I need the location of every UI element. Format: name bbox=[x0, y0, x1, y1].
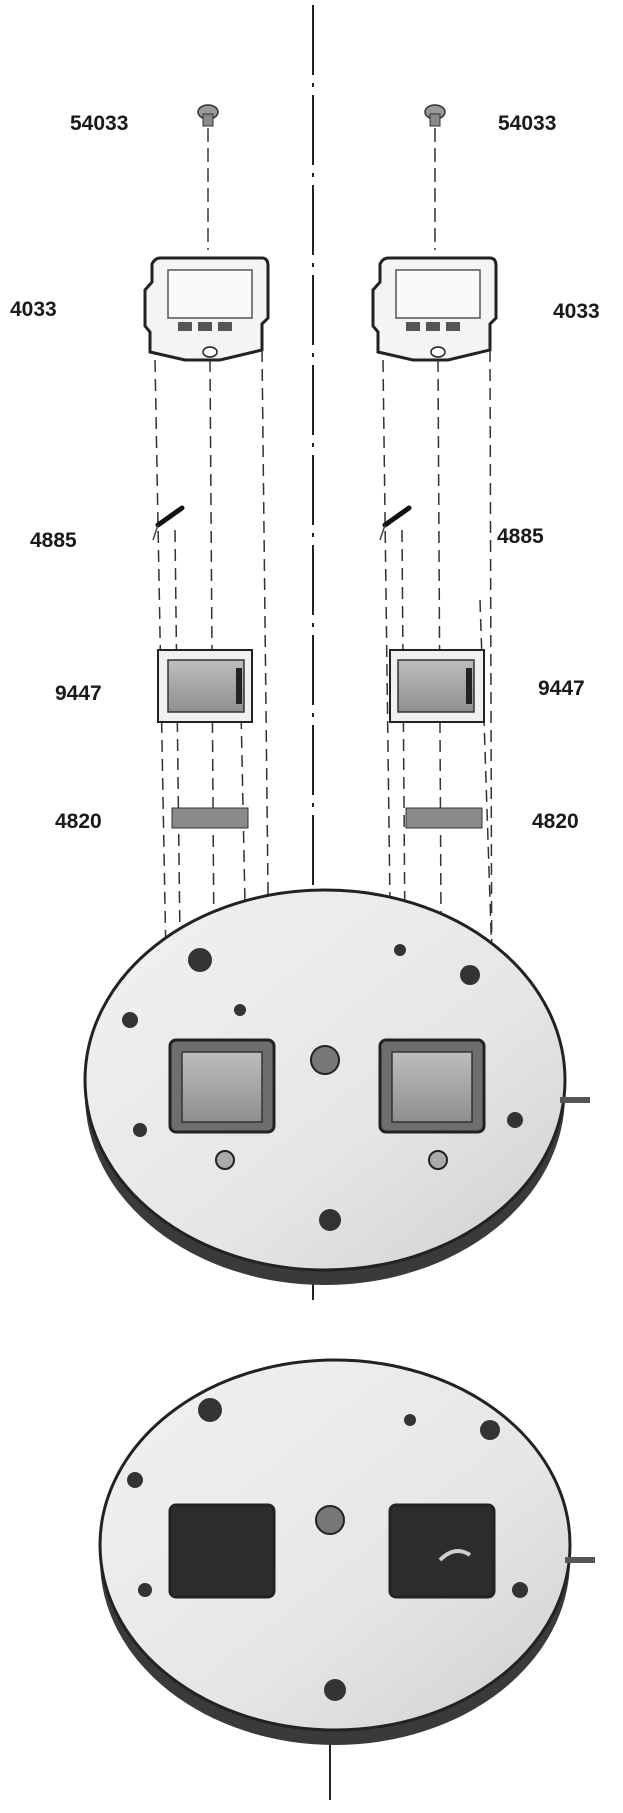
label-insulator-left: 4820 bbox=[55, 810, 102, 833]
label-spring-right: 4885 bbox=[497, 525, 544, 548]
insulator-left bbox=[171, 807, 249, 829]
screw-right bbox=[424, 104, 446, 127]
label-screw-right: 54033 bbox=[498, 112, 556, 135]
left-assembly bbox=[143, 104, 271, 1101]
label-spring-left: 4885 bbox=[30, 529, 77, 552]
main-plate-bare bbox=[98, 1358, 595, 1745]
label-screw-left: 54033 bbox=[70, 112, 128, 135]
label-cell-left: 9447 bbox=[55, 682, 102, 705]
main-plate-assembled bbox=[83, 888, 590, 1285]
cell-right bbox=[389, 649, 485, 723]
right-assembly bbox=[371, 104, 498, 1101]
spring-left bbox=[152, 505, 185, 541]
label-bridge-left: 4033 bbox=[10, 298, 57, 321]
bridge-left bbox=[143, 256, 270, 362]
screw-left bbox=[197, 104, 219, 127]
cell-left bbox=[157, 649, 253, 723]
label-insulator-right: 4820 bbox=[532, 810, 579, 833]
label-bridge-right: 4033 bbox=[553, 300, 600, 323]
label-cell-right: 9447 bbox=[538, 677, 585, 700]
bridge-right bbox=[371, 256, 498, 362]
insulator-right bbox=[405, 807, 483, 829]
spring-right bbox=[379, 505, 412, 541]
